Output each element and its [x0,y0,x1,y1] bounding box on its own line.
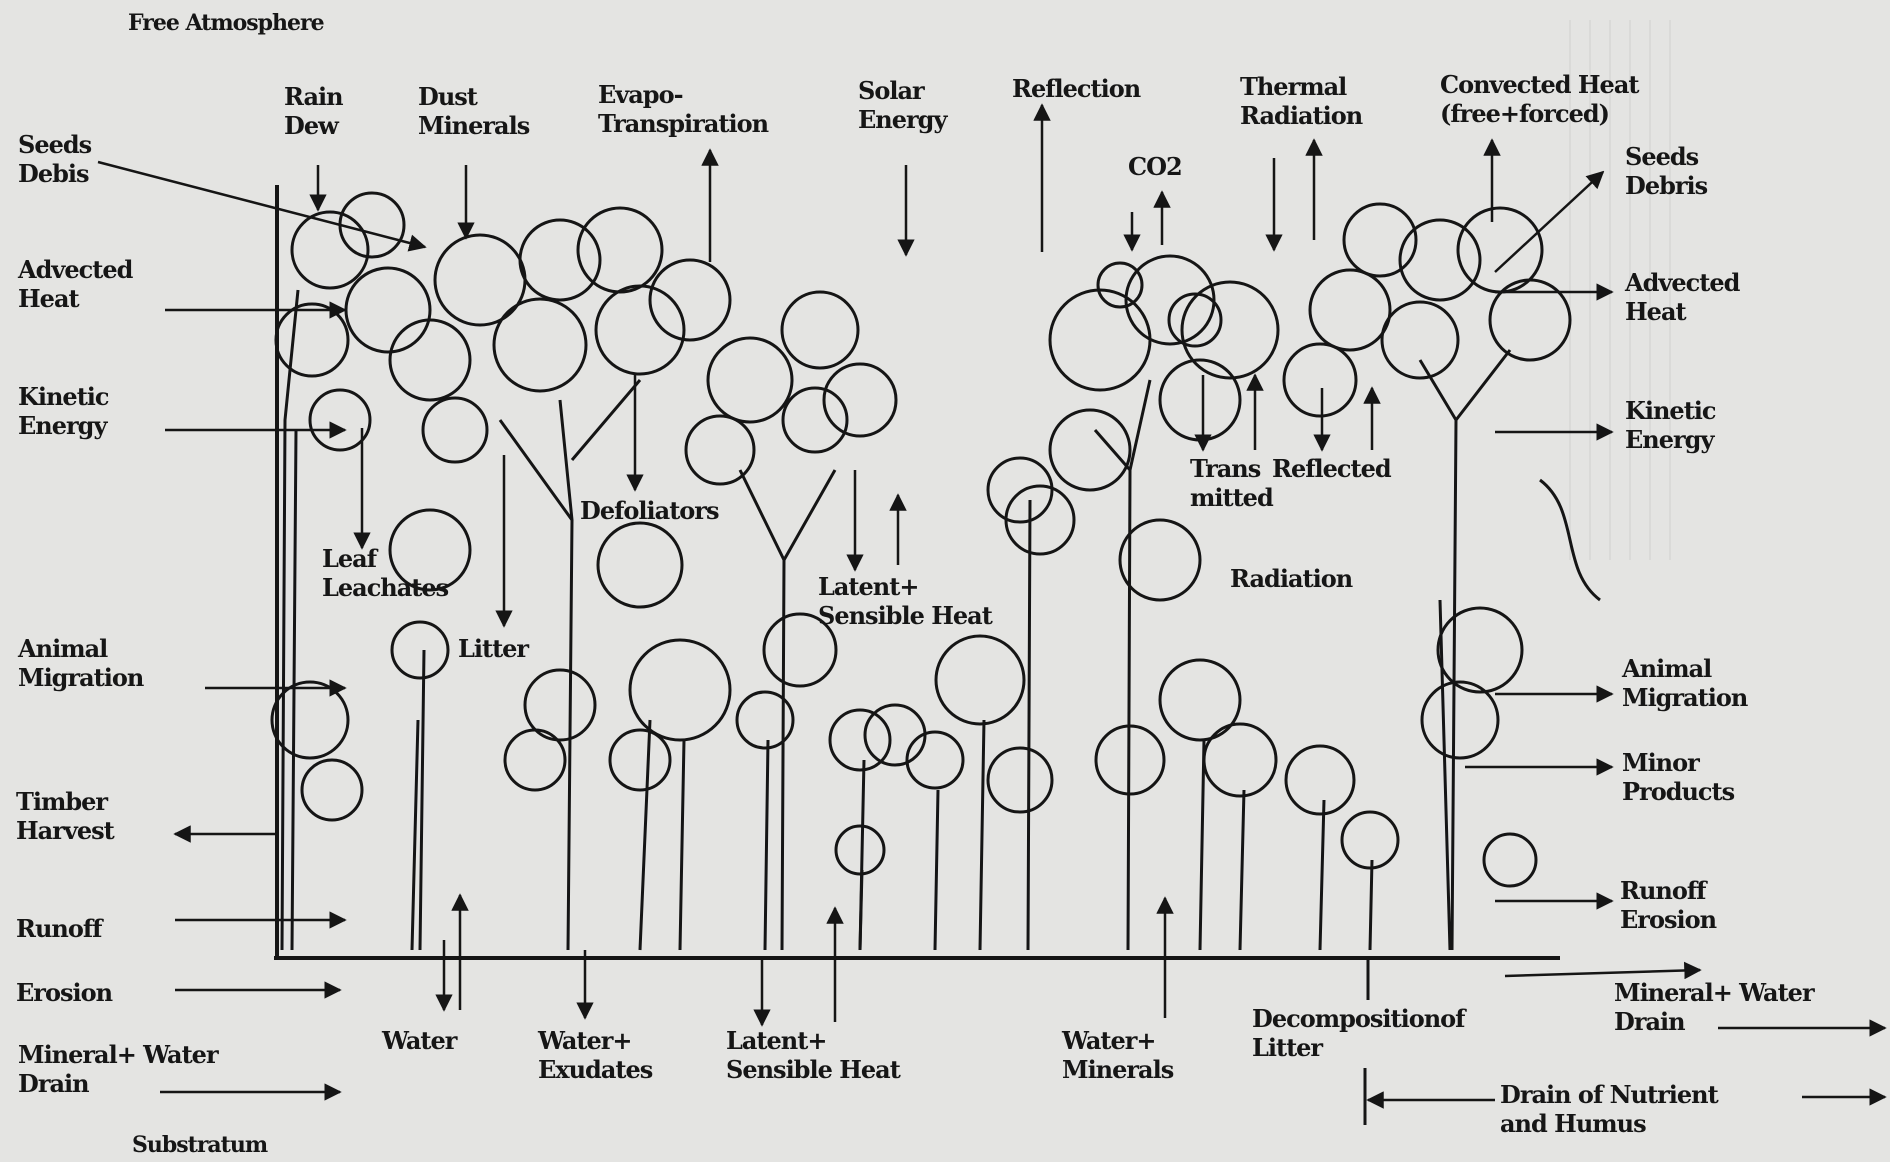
label-litter: Litter [458,634,528,663]
label-reflection: Reflection [1012,74,1140,103]
label-erosion-in: Erosion [16,978,112,1007]
label-water-minerals: Water+Minerals [1062,1026,1173,1084]
arrow-seeds-in [98,162,425,247]
label-water-exudates: Water+Exudates [538,1026,652,1084]
label-co2: CO2 [1128,152,1182,181]
label-convected-heat: Convected Heat(free+forced) [1440,70,1638,128]
label-reflected: Reflected [1272,454,1391,483]
tree-4 [1050,256,1278,950]
understory-middle [836,458,1074,950]
arrow-mineral-out [1505,970,1700,976]
leaf-detail-circle [1169,294,1221,346]
label-defoliators: Defoliators [580,496,718,525]
label-latent-inner: Latent+Sensible Heat [818,572,992,630]
label-runoff-in: Runoff [16,914,102,943]
label-evapotranspiration: Evapo-Transpiration [598,80,768,138]
free-atmosphere-label: Free Atmosphere [128,10,324,37]
leaf-detail-circle [1098,263,1142,307]
substratum-label: Substratum [132,1132,267,1159]
arrow-seeds-out [1495,172,1603,272]
label-water: Water [382,1026,456,1055]
label-radiation: Radiation [1230,564,1352,593]
label-latent-bottom: Latent+Sensible Heat [726,1026,900,1084]
